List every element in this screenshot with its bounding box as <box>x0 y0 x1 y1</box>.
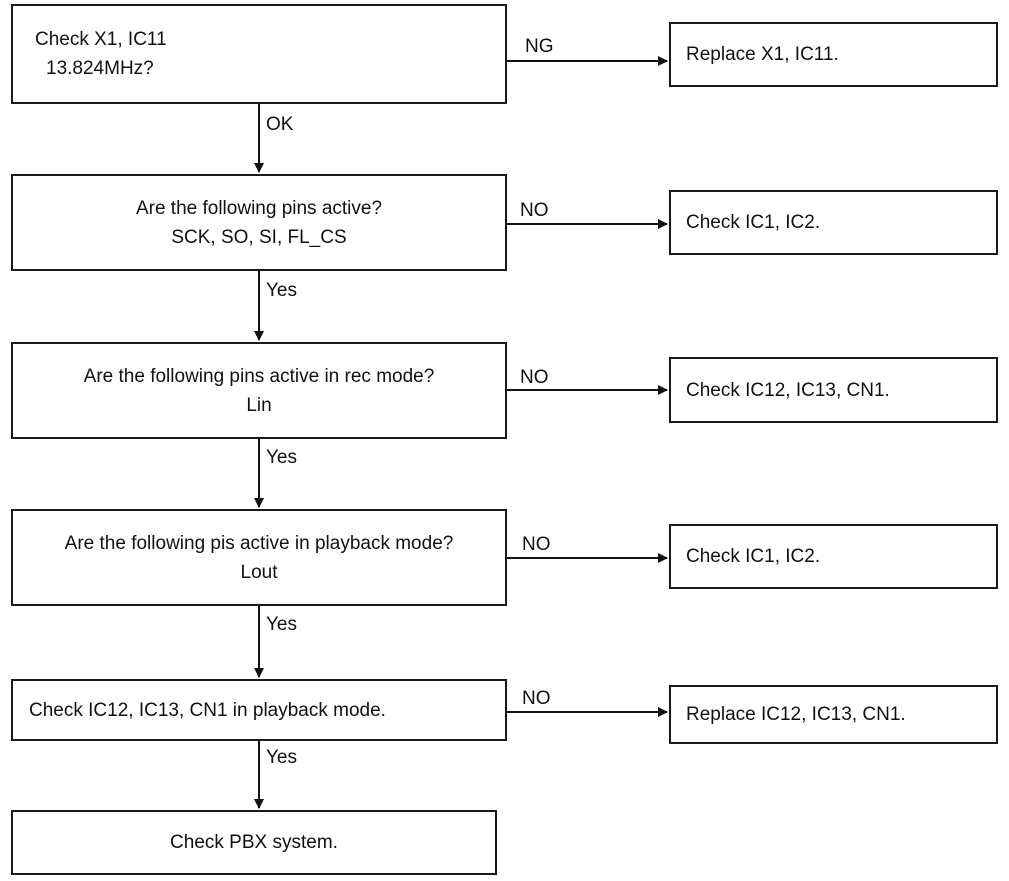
step-check-rec-mode: Are the following pins active in rec mod… <box>11 342 507 439</box>
result-check-ic1-ic2-playback: Check IC1, IC2. <box>669 524 998 589</box>
edge-label-yes: Yes <box>266 614 297 635</box>
result-text: Check IC1, IC2. <box>686 212 821 233</box>
result-check-ic1-ic2: Check IC1, IC2. <box>669 190 998 255</box>
step-check-pbx: Check PBX system. <box>11 810 497 875</box>
result-replace-ic12-ic13-cn1: Replace IC12, IC13, CN1. <box>669 685 998 744</box>
edge-label-no: NO <box>520 200 549 221</box>
edge-label-yes: Yes <box>266 280 297 301</box>
result-check-ic12-ic13-cn1: Check IC12, IC13, CN1. <box>669 357 998 423</box>
step-check-pins-active: Are the following pins active? SCK, SO, … <box>11 174 507 271</box>
result-text: Check IC12, IC13, CN1. <box>686 379 890 401</box>
edge-label-yes: Yes <box>266 447 297 468</box>
step-text: Check IC12, IC13, CN1 in playback mode. <box>29 699 386 721</box>
result-text: Replace X1, IC11. <box>686 44 839 65</box>
step-text: Are the following pins active? <box>135 197 383 219</box>
step-text: Lin <box>246 394 272 416</box>
step-text: Check X1, IC11 <box>35 29 167 50</box>
edge-label-ok: OK <box>266 114 294 135</box>
edge-label-no: NO <box>522 534 551 555</box>
step-text: Are the following pins active in rec mod… <box>83 365 435 387</box>
edge-label-no: NO <box>522 688 551 709</box>
step-text: Check PBX system. <box>170 832 338 853</box>
step-check-playback-mode: Are the following pis active in playback… <box>11 509 507 606</box>
result-replace-x1-ic11: Replace X1, IC11. <box>669 22 998 87</box>
edge-label-yes: Yes <box>266 747 297 768</box>
result-text: Check IC1, IC2. <box>686 546 821 567</box>
step-check-x1-ic11: Check X1, IC11 13.824MHz? <box>11 4 507 104</box>
edge-label-ng: NG <box>525 36 554 57</box>
step-text: Lout <box>240 561 278 583</box>
edge-label-no: NO <box>520 367 549 388</box>
step-check-ic12-playback: Check IC12, IC13, CN1 in playback mode. <box>11 679 507 741</box>
step-text: SCK, SO, SI, FL_CS <box>171 226 347 248</box>
step-text: Are the following pis active in playback… <box>64 532 454 554</box>
result-text: Replace IC12, IC13, CN1. <box>686 704 906 725</box>
step-text: 13.824MHz? <box>46 58 154 79</box>
